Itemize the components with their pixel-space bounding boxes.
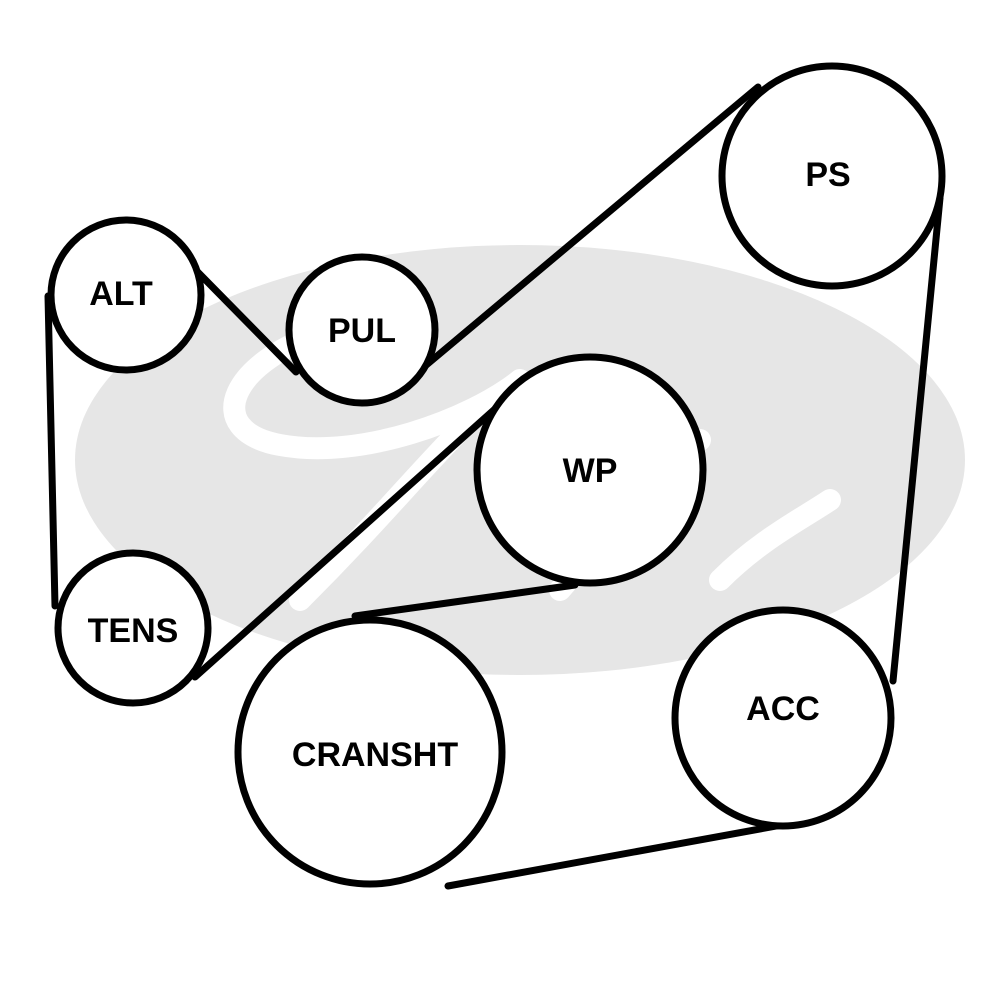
belt-segment-acc-cransht	[444, 818, 802, 890]
belt-segment-tens-alt	[44, 292, 59, 610]
pulley-tens: TENS	[54, 549, 212, 707]
pulley-label-acc: ACC	[746, 690, 820, 728]
pulley-wp: WP	[473, 353, 707, 587]
pulley-label-alt: ALT	[89, 275, 153, 313]
pulley-label-pul: PUL	[328, 312, 396, 350]
pulley-ps: PS	[718, 62, 946, 290]
belt-segment-pul-ps	[408, 83, 762, 381]
pulley-label-cransht: CRANSHT	[292, 736, 458, 774]
pulley-pul: PUL	[285, 253, 439, 407]
pulley-acc: ACC	[671, 606, 895, 830]
pulley-label-tens: TENS	[88, 612, 179, 650]
pulley-label-ps: PS	[805, 156, 850, 194]
belt-segment-wp-tens	[191, 396, 509, 681]
pulley-label-wp: WP	[563, 452, 618, 490]
pulley-alt: ALT	[47, 216, 205, 374]
pulley-cransht: CRANSHT	[234, 616, 506, 888]
belt	[44, 83, 944, 890]
belt-segment-ps-acc	[889, 194, 944, 685]
belt-segment-cransht-wp	[351, 581, 579, 620]
